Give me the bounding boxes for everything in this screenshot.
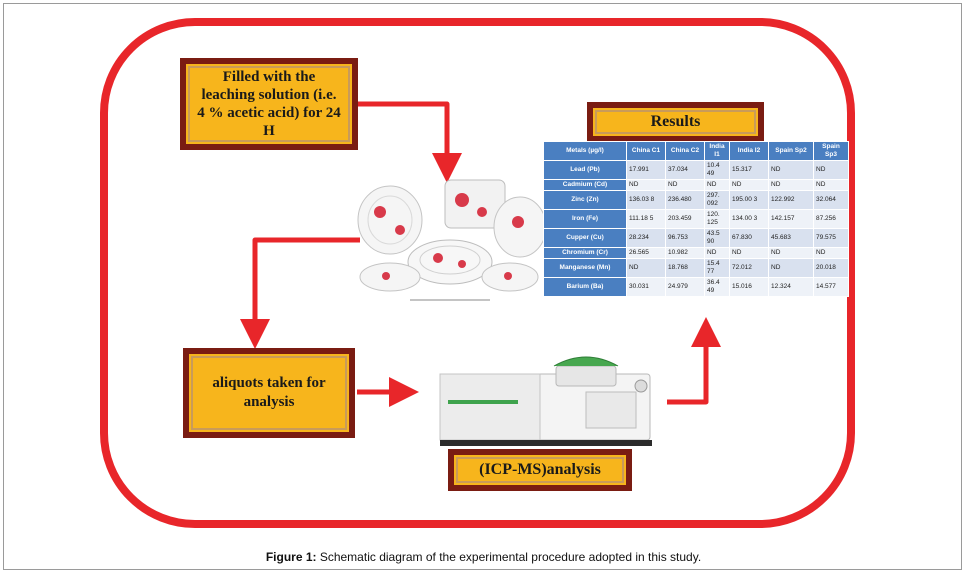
table-header: Spain Sp3 <box>813 141 849 161</box>
table-cell: 43.5 90 <box>704 228 730 248</box>
table-cell: ND <box>626 179 666 191</box>
table-cell: 142.157 <box>768 209 814 229</box>
arrow-dishes-to-aliquots <box>240 237 360 349</box>
arrow-icp-to-results <box>667 317 721 405</box>
melamine-dishes-image <box>357 179 547 301</box>
table-cell: ND <box>813 160 849 180</box>
table-cell: 297. 092 <box>704 190 730 210</box>
table-cell: ND <box>729 247 769 259</box>
table-cell: 79.575 <box>813 228 849 248</box>
figure-caption: Figure 1: Schematic diagram of the exper… <box>0 550 967 564</box>
table-cell: ND <box>768 247 814 259</box>
results-title-text: Results <box>650 113 701 130</box>
table-cell: ND <box>665 179 705 191</box>
table-cell: 20.018 <box>813 258 849 278</box>
results-title-box: Results <box>587 102 764 142</box>
caption-text: Schematic diagram of the experimental pr… <box>316 550 702 564</box>
step-aliquots-text: aliquots taken for analysis <box>212 375 326 410</box>
table-row: Barium (Ba) 30.031 24.979 36.4 49 15.016… <box>543 277 849 297</box>
table-header: India I1 <box>704 141 730 161</box>
icp-ms-instrument-image <box>439 356 652 446</box>
table-row: Cupper (Cu) 28.234 96.753 43.5 90 67.830… <box>543 228 849 248</box>
table-cell: 18.768 <box>665 258 705 278</box>
table-cell: 136.03 8 <box>626 190 666 210</box>
table-cell: 15.016 <box>729 277 769 297</box>
table-row: Lead (Pb) 17.991 37.034 10.4 49 15.317 N… <box>543 160 849 180</box>
table-cell: 12.324 <box>768 277 814 297</box>
table-cell: 37.034 <box>665 160 705 180</box>
table-cell: 236.480 <box>665 190 705 210</box>
table-cell: ND <box>813 247 849 259</box>
table-cell: ND <box>704 179 730 191</box>
table-cell: Lead (Pb) <box>543 160 627 180</box>
table-cell: 24.979 <box>665 277 705 297</box>
table-cell: Barium (Ba) <box>543 277 627 297</box>
table-cell: ND <box>768 179 814 191</box>
table-cell: 111.18 5 <box>626 209 666 229</box>
table-cell: 195.00 3 <box>729 190 769 210</box>
table-cell: 120. 125 <box>704 209 730 229</box>
table-header: India I2 <box>729 141 769 161</box>
caption-label: Figure 1: <box>265 550 317 564</box>
table-cell: 32.064 <box>813 190 849 210</box>
table-header: Spain Sp2 <box>768 141 814 161</box>
table-cell: 45.683 <box>768 228 814 248</box>
table-cell: 30.031 <box>626 277 666 297</box>
table-row: Cadmium (Cd) ND ND ND ND ND ND <box>543 179 849 191</box>
table-cell: 15.4 77 <box>704 258 730 278</box>
table-cell: ND <box>768 160 814 180</box>
table-cell: Manganese (Mn) <box>543 258 627 278</box>
table-cell: ND <box>626 258 666 278</box>
table-cell: 28.234 <box>626 228 666 248</box>
table-cell: Cadmium (Cd) <box>543 179 627 191</box>
table-cell: ND <box>704 247 730 259</box>
table-row: Zinc (Zn) 136.03 8 236.480 297. 092 195.… <box>543 190 849 210</box>
table-cell: 26.565 <box>626 247 666 259</box>
rounded-red-border <box>100 18 855 528</box>
table-header: China C2 <box>665 141 705 161</box>
table-cell: 96.753 <box>665 228 705 248</box>
table-cell: Chromium (Cr) <box>543 247 627 259</box>
table-header: Metals (µg/l) <box>543 141 627 161</box>
table-cell: 67.830 <box>729 228 769 248</box>
table-header-row: Metals (µg/l) China C1 China C2 India I1… <box>543 141 849 161</box>
results-table: Metals (µg/l) China C1 China C2 India I1… <box>543 141 849 297</box>
step-fill-box: Filled with the leaching solution (i.e. … <box>180 58 358 150</box>
table-row: Manganese (Mn) ND 18.768 15.4 77 72.012 … <box>543 258 849 278</box>
step-fill-text: Filled with the leaching solution (i.e. … <box>197 69 341 139</box>
table-cell: 36.4 49 <box>704 277 730 297</box>
table-cell: Iron (Fe) <box>543 209 627 229</box>
table-cell: 10.982 <box>665 247 705 259</box>
step-aliquots-box: aliquots taken for analysis <box>183 348 355 438</box>
table-header: China C1 <box>626 141 666 161</box>
table-cell: 134.00 3 <box>729 209 769 229</box>
table-cell: ND <box>729 179 769 191</box>
arrow-fill-to-dishes <box>358 101 462 183</box>
table-row: Chromium (Cr) 26.565 10.982 ND ND ND ND <box>543 247 849 259</box>
table-row: Iron (Fe) 111.18 5 203.459 120. 125 134.… <box>543 209 849 229</box>
table-cell: ND <box>813 179 849 191</box>
table-cell: 122.992 <box>768 190 814 210</box>
table-cell: 72.012 <box>729 258 769 278</box>
table-cell: 14.577 <box>813 277 849 297</box>
table-cell: 15.317 <box>729 160 769 180</box>
table-cell: 203.459 <box>665 209 705 229</box>
step-icp-text: (ICP-MS)analysis <box>479 461 601 478</box>
table-cell: 10.4 49 <box>704 160 730 180</box>
table-cell: Cupper (Cu) <box>543 228 627 248</box>
step-icp-box: (ICP-MS)analysis <box>448 449 632 491</box>
table-cell: Zinc (Zn) <box>543 190 627 210</box>
table-cell: 87.256 <box>813 209 849 229</box>
table-cell: 17.991 <box>626 160 666 180</box>
table-cell: ND <box>768 258 814 278</box>
